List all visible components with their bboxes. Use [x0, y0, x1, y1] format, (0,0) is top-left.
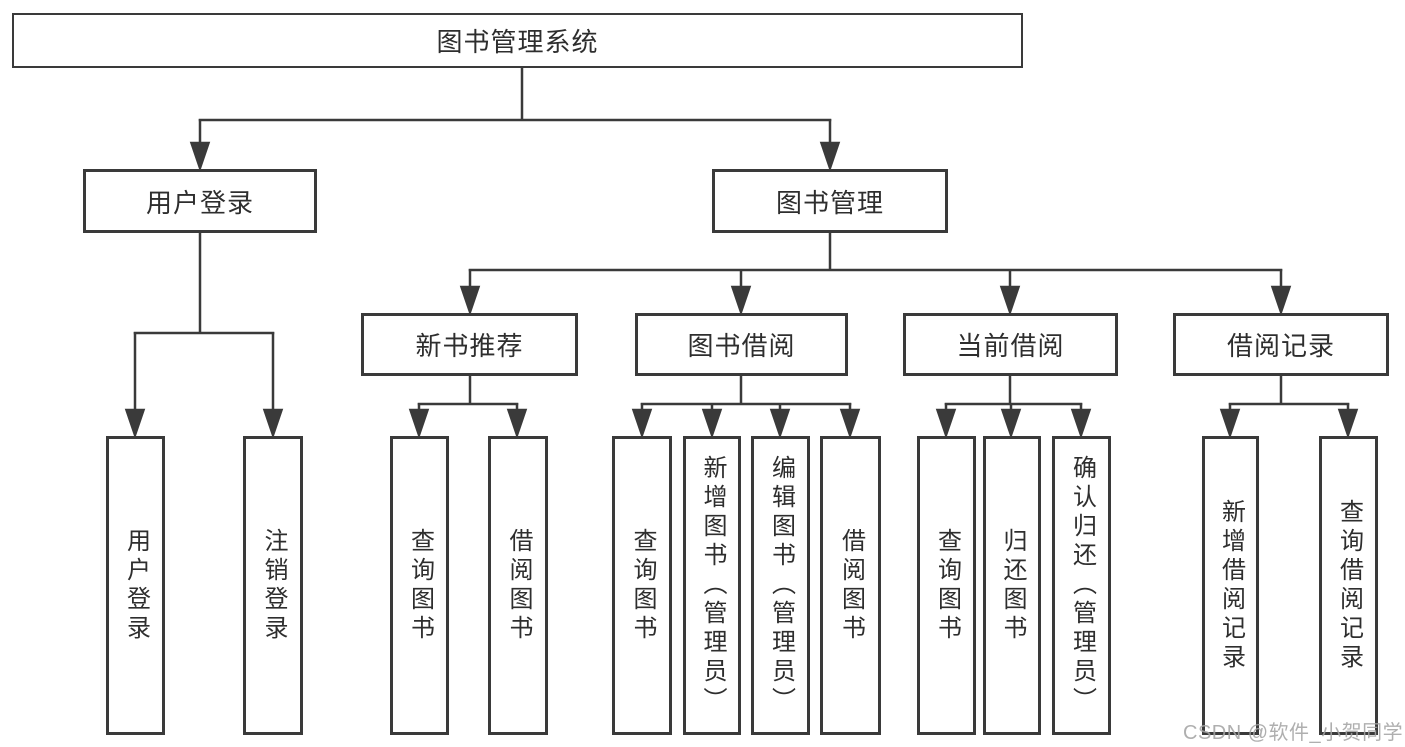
leaf-query-books-borrowing: 查询图书 [612, 436, 672, 735]
leaf-borrow-books-borrowing: 借阅图书 [820, 436, 881, 735]
node-new-book-recommendation: 新书推荐 [361, 313, 578, 376]
watermark-text: CSDN @软件_小贺同学 [1183, 722, 1404, 744]
node-root: 图书管理系统 [12, 13, 1023, 68]
leaf-add-books-admin: 新增图书（管理员） [683, 436, 741, 735]
node-user-login: 用户登录 [83, 169, 317, 233]
leaf-edit-books-admin: 编辑图书（管理员） [751, 436, 810, 735]
leaf-return-books: 归还图书 [983, 436, 1041, 735]
leaf-query-borrow-record: 查询借阅记录 [1319, 436, 1378, 735]
leaf-user-login: 用户登录 [106, 436, 165, 735]
leaf-query-books-recommend: 查询图书 [390, 436, 449, 735]
node-current-borrowing: 当前借阅 [903, 313, 1118, 376]
leaf-query-books-current: 查询图书 [917, 436, 976, 735]
leaf-confirm-return-admin: 确认归还（管理员） [1052, 436, 1111, 735]
node-book-borrowing: 图书借阅 [635, 313, 848, 376]
node-borrowing-records: 借阅记录 [1173, 313, 1389, 376]
leaf-borrow-books-recommend: 借阅图书 [488, 436, 548, 735]
leaf-add-borrow-record: 新增借阅记录 [1202, 436, 1259, 735]
node-book-management: 图书管理 [712, 169, 948, 233]
leaf-logout: 注销登录 [243, 436, 303, 735]
